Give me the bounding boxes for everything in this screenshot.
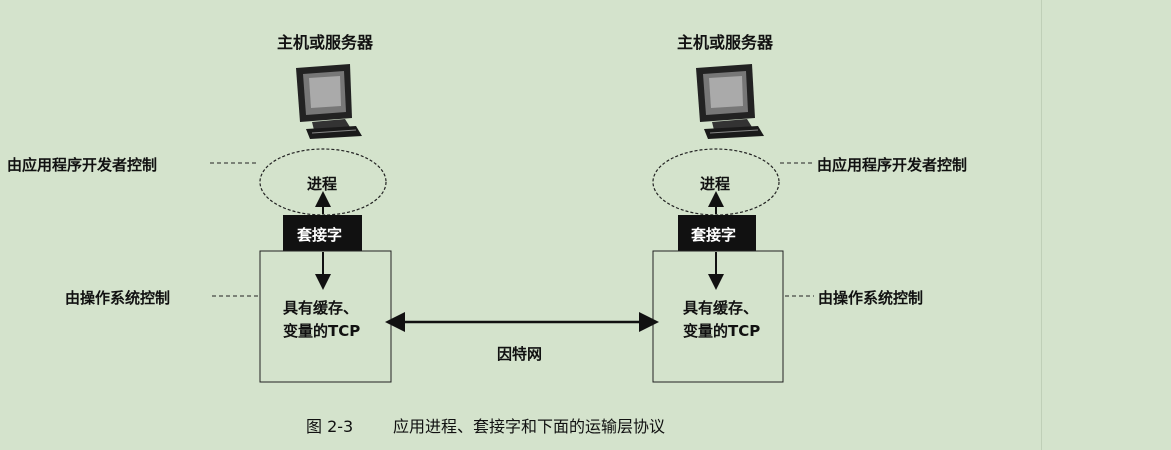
left-socket-box: [283, 215, 362, 251]
left-socket-label: 套接字: [297, 226, 343, 244]
left-host-title: 主机或服务器: [277, 33, 374, 52]
left-computer-icon: [296, 64, 362, 139]
right-socket-box: [678, 215, 756, 251]
left-os-control-annotation: 由操作系统控制: [65, 289, 171, 307]
right-computer-icon: [696, 64, 764, 139]
right-os-control-annotation: 由操作系统控制: [818, 289, 924, 307]
left-tcp-label-line1: 具有缓存、: [283, 299, 359, 317]
figure-number: 图 2-3: [306, 417, 354, 436]
left-tcp-label-line2: 变量的TCP: [283, 322, 361, 340]
left-process-label: 进程: [307, 175, 338, 193]
right-socket-label: 套接字: [691, 226, 737, 244]
left-app-control-annotation: 由应用程序开发者控制: [7, 156, 158, 174]
internet-label: 因特网: [497, 345, 543, 363]
right-process-label: 进程: [700, 175, 731, 193]
right-app-control-annotation: 由应用程序开发者控制: [817, 156, 968, 174]
right-panel-divider: [1041, 0, 1042, 450]
right-tcp-label-line2: 变量的TCP: [683, 322, 761, 340]
figure-caption: 应用进程、套接字和下面的运输层协议: [393, 417, 666, 436]
right-tcp-label-line1: 具有缓存、: [683, 299, 759, 317]
right-host-title: 主机或服务器: [677, 33, 774, 52]
